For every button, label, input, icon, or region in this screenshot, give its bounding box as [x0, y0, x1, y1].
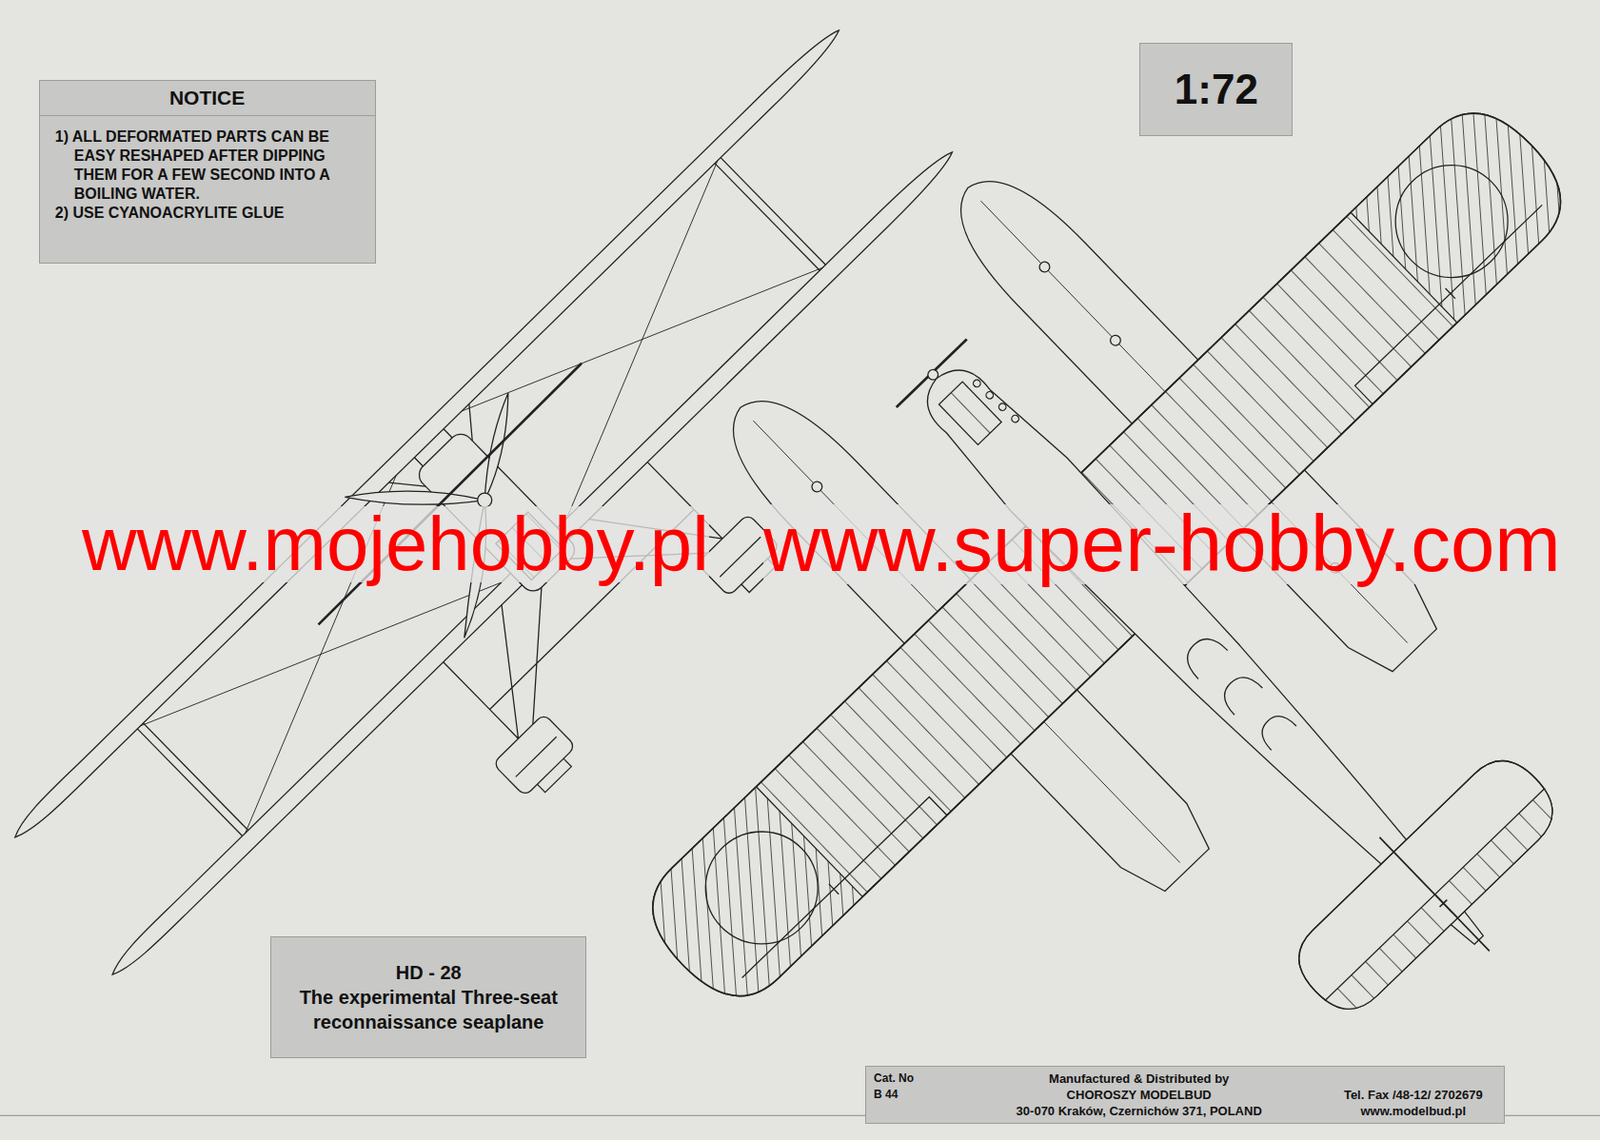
- scale-box: 1:72: [1139, 42, 1293, 137]
- maker-box: Cat. NoB 44Manufactured & Distributed by…: [865, 1066, 1505, 1125]
- spinner: [926, 367, 941, 382]
- fin: [1376, 833, 1494, 955]
- roundel: [682, 809, 842, 968]
- box-heading: HD - 28: [395, 960, 462, 986]
- notice-box: NOTICE 1) ALL DEFORMATED PARTS CAN BE EAS…: [39, 79, 376, 264]
- upper-wing: [9, 24, 846, 844]
- engine: [939, 381, 1003, 445]
- propeller-blade: [344, 491, 485, 505]
- strut-fitting: [1107, 333, 1123, 348]
- box-text: Manufactured & Distributed by: [948, 1070, 1330, 1087]
- strut-fitting: [1037, 259, 1052, 275]
- cabane-strut: [389, 403, 490, 503]
- box-heading: Cat. No: [873, 1070, 949, 1087]
- wing-tip-hatch: [1343, 70, 1600, 331]
- box-text: The experimental Three-seat reconnaissan…: [290, 985, 567, 1035]
- watermark: www.super-hobby.com: [763, 504, 1561, 584]
- roundel: [1372, 141, 1532, 301]
- title-box: HD - 28The experimental Three-seat recon…: [270, 936, 587, 1059]
- wing-tip-hatch: [610, 779, 870, 1040]
- tailplane: [1283, 746, 1568, 1026]
- watermark: www.mojehobby.pl: [81, 506, 710, 583]
- tailplane: [1283, 746, 1568, 1026]
- box-heading: NOTICE: [39, 86, 376, 117]
- box-text: 1) ALL DEFORMATED PARTS CAN BE EASY RESH…: [55, 127, 362, 204]
- box-text: B 44: [873, 1086, 949, 1104]
- exhaust: [971, 378, 983, 390]
- box-heading: 1:72: [1174, 66, 1259, 113]
- box-text: 30-070 Kraków, Czernichów 371, POLAND: [948, 1103, 1330, 1120]
- pitot-tube: [317, 363, 582, 626]
- strut-fitting: [809, 479, 825, 494]
- elevator-hatch: [1321, 785, 1578, 1035]
- elevator-hatch: [1321, 785, 1578, 1035]
- exhaust: [997, 401, 1008, 413]
- exhaust: [984, 390, 995, 401]
- float-strut: [443, 462, 723, 740]
- cockpit: [1179, 631, 1299, 753]
- propeller-hub: [477, 493, 493, 508]
- exhaust: [1009, 414, 1021, 425]
- box-text: www.modelbud.pl: [1329, 1103, 1497, 1120]
- box-text: 2) USE CYANOACRYLITE GLUE: [55, 203, 362, 223]
- box-text: Tel. Fax /48-12/ 2702679: [1329, 1086, 1497, 1104]
- box-text: CHOROSZY MODELBUD: [948, 1086, 1330, 1104]
- wing-tip-hatch: [610, 70, 1600, 1040]
- propeller: [896, 338, 968, 408]
- float: [493, 713, 576, 797]
